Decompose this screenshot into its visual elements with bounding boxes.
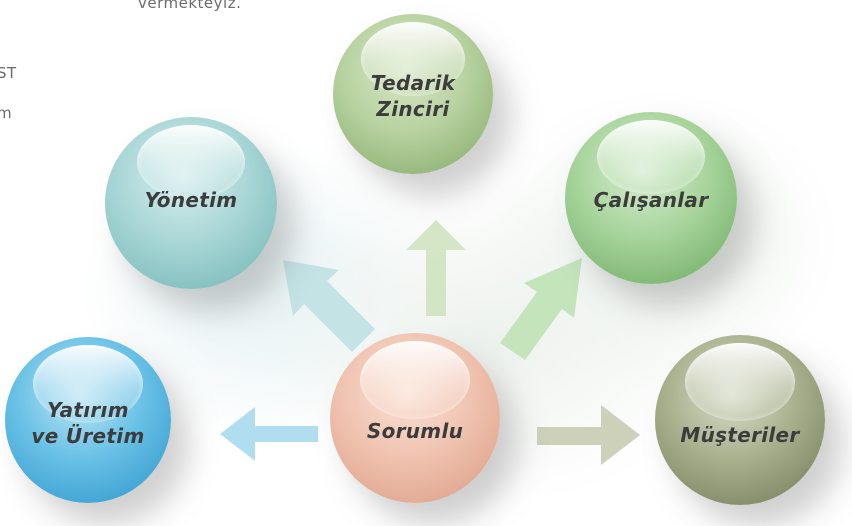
node-label: Çalışanlar — [565, 187, 737, 213]
sphere-highlight — [685, 343, 795, 421]
sphere-highlight — [597, 120, 705, 194]
node-label-line: Tedarik — [370, 71, 456, 95]
node-label-line: Sorumlu — [366, 419, 464, 443]
arrow-to-yonetim — [283, 260, 375, 352]
sphere-highlight — [360, 341, 470, 419]
node-musteriler: Müşteriler — [655, 335, 825, 505]
arrow-to-tedarik — [406, 220, 466, 316]
arrow-to-yatirim — [220, 407, 318, 461]
node-label: Tedarik Zinciri — [333, 70, 493, 122]
node-label-line: Yönetim — [144, 188, 238, 212]
node-label: Sorumlu — [330, 418, 500, 444]
node-label: Yönetim — [105, 187, 277, 213]
text-fragment-top: vermekteyiz. — [138, 0, 242, 12]
node-label-line: Müşteriler — [680, 423, 800, 447]
node-label-line: Yatırım — [47, 398, 129, 422]
node-yonetim: Yönetim — [105, 117, 277, 289]
text-fragment-st: ST — [0, 64, 17, 82]
node-label: Yatırım ve Üretim — [5, 397, 171, 449]
node-label: Müşteriler — [655, 422, 825, 448]
node-label-line: ve Üretim — [31, 424, 145, 448]
node-label-line: Çalışanlar — [593, 188, 709, 212]
arrow-to-calisanlar — [500, 258, 582, 360]
sphere-highlight — [361, 22, 465, 96]
node-calisanlar: Çalışanlar — [565, 112, 737, 284]
sphere-highlight — [33, 345, 143, 423]
arrow-to-musteriler — [537, 405, 640, 465]
node-sorumlu-center: Sorumlu — [330, 333, 500, 503]
text-fragment-m: m — [0, 104, 13, 122]
node-tedarik-zinciri: Tedarik Zinciri — [333, 14, 493, 174]
node-label-line: Zinciri — [376, 97, 450, 121]
sphere-highlight — [137, 125, 245, 199]
node-yatirim-ve-uretim: Yatırım ve Üretim — [5, 337, 171, 503]
